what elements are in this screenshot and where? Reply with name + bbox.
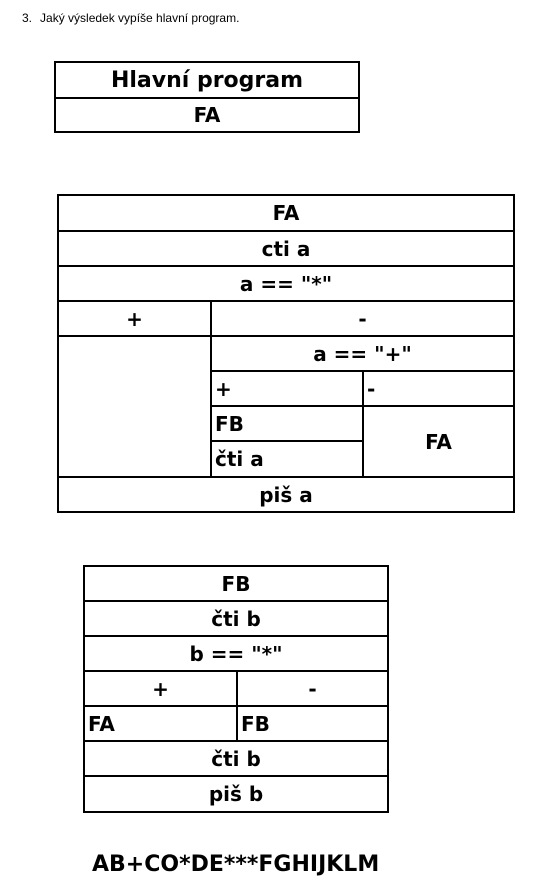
divider — [59, 300, 513, 302]
divider — [210, 302, 212, 477]
fa-condition: a == "*" — [239, 271, 333, 296]
divider — [85, 635, 387, 637]
divider — [212, 440, 363, 442]
fa-inner-minus: - — [367, 376, 376, 401]
main-program-title: Hlavní program — [110, 67, 304, 93]
fa-write-a: piš a — [259, 482, 313, 507]
fb-read-b-again: čti b — [211, 746, 261, 771]
divider — [85, 775, 387, 777]
main-program-call-fa: FA — [193, 103, 221, 127]
fa-inner-plus: + — [215, 376, 232, 401]
fb-call-fb: FB — [241, 711, 270, 736]
fa-diagram: FA cti a a == "*" + - a == "+" + - FB čt… — [57, 194, 515, 513]
fa-read-a-again: čti a — [215, 447, 264, 471]
fa-inner-condition: a == "+" — [313, 341, 412, 366]
divider — [362, 372, 364, 477]
question-label: Jaký výsledek vypíše hlavní program. — [40, 11, 240, 25]
fb-condition: b == "*" — [189, 641, 283, 666]
divider — [59, 476, 513, 478]
question-text: 3. Jaký výsledek vypíše hlavní program. — [22, 11, 239, 25]
fb-read-b: čti b — [211, 606, 261, 631]
question-number: 3. — [22, 11, 33, 25]
divider — [212, 405, 513, 407]
divider — [212, 370, 513, 372]
fb-title: FB — [221, 571, 251, 596]
divider — [85, 705, 387, 707]
fb-call-fa: FA — [88, 711, 115, 736]
divider — [236, 672, 238, 742]
fa-call-fa: FA — [425, 429, 452, 454]
fa-read-a: cti a — [261, 236, 311, 261]
answer-text: AB+CO*DE***FGHIJKLM — [92, 852, 380, 877]
divider — [59, 230, 513, 232]
fb-branch-plus: + — [152, 676, 169, 701]
fa-call-fb: FB — [215, 411, 244, 436]
divider — [85, 670, 387, 672]
divider — [59, 265, 513, 267]
divider — [56, 97, 358, 99]
divider — [85, 600, 387, 602]
fb-write-b: piš b — [208, 782, 264, 806]
divider — [85, 740, 387, 742]
fa-branch-plus: + — [126, 306, 143, 331]
divider — [59, 335, 513, 337]
fb-branch-minus: - — [308, 676, 317, 701]
fa-branch-minus: - — [358, 306, 367, 331]
main-program-diagram: Hlavní program FA — [54, 61, 360, 133]
fa-title: FA — [272, 201, 300, 225]
fb-diagram: FB čti b b == "*" + - FA FB čti b piš b — [83, 565, 389, 813]
